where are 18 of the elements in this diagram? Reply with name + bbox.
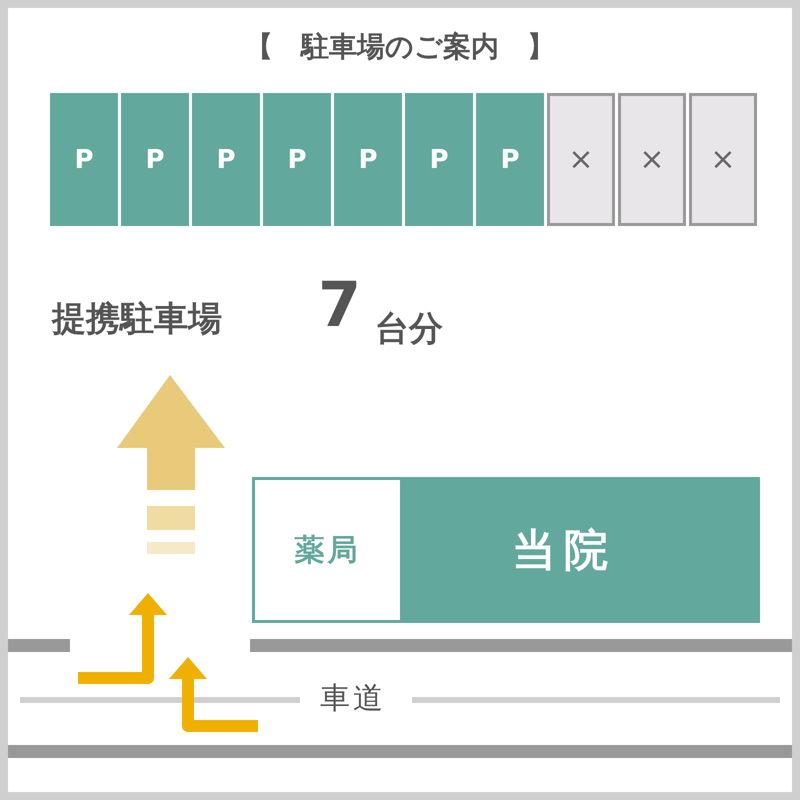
building-box [252,477,760,623]
parking-space: P [476,93,544,226]
parking-space: P [50,93,118,226]
parking-space: P [405,93,473,226]
building-name: 当院 [512,524,616,578]
occupied-space: × [689,93,757,226]
parking-caption: 提携駐車場 [52,298,222,341]
title: 【 駐車場のご案内 】 [244,29,556,65]
occupied-space: × [547,93,615,226]
parking-space: P [121,93,189,226]
pharmacy-box: 薬局 [255,480,400,620]
road-label: 車道 [320,680,386,718]
parking-count: 7 [318,268,362,341]
parking-caption: 台分 [375,308,443,351]
parking-space: P [334,93,402,226]
occupied-space: × [618,93,686,226]
parking-space: P [263,93,331,226]
parking-space: P [192,93,260,226]
